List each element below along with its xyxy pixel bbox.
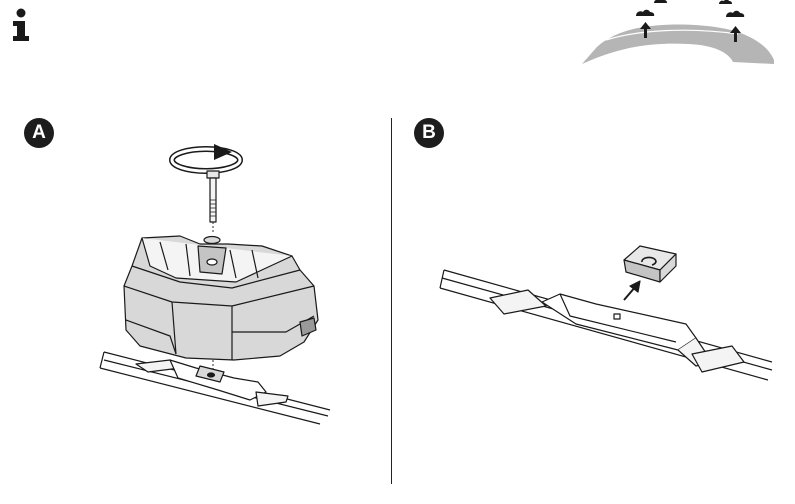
arrow-up-icon [640, 22, 741, 42]
panel-a: A [0, 110, 390, 504]
panel-b-drawing [439, 245, 773, 381]
step-badge-b: B [414, 118, 444, 148]
panel-b: B [396, 110, 795, 504]
step-badge-a: A [24, 118, 54, 148]
panel-divider [391, 118, 392, 484]
rotation-arrow-icon [169, 144, 243, 174]
arrow-up-icon [623, 280, 641, 301]
bolt-icon [206, 170, 220, 223]
panel-a-drawing [99, 144, 331, 425]
nut-insert-icon [623, 245, 677, 283]
info-icon [10, 8, 32, 42]
car-roof-illustration [578, 0, 778, 70]
